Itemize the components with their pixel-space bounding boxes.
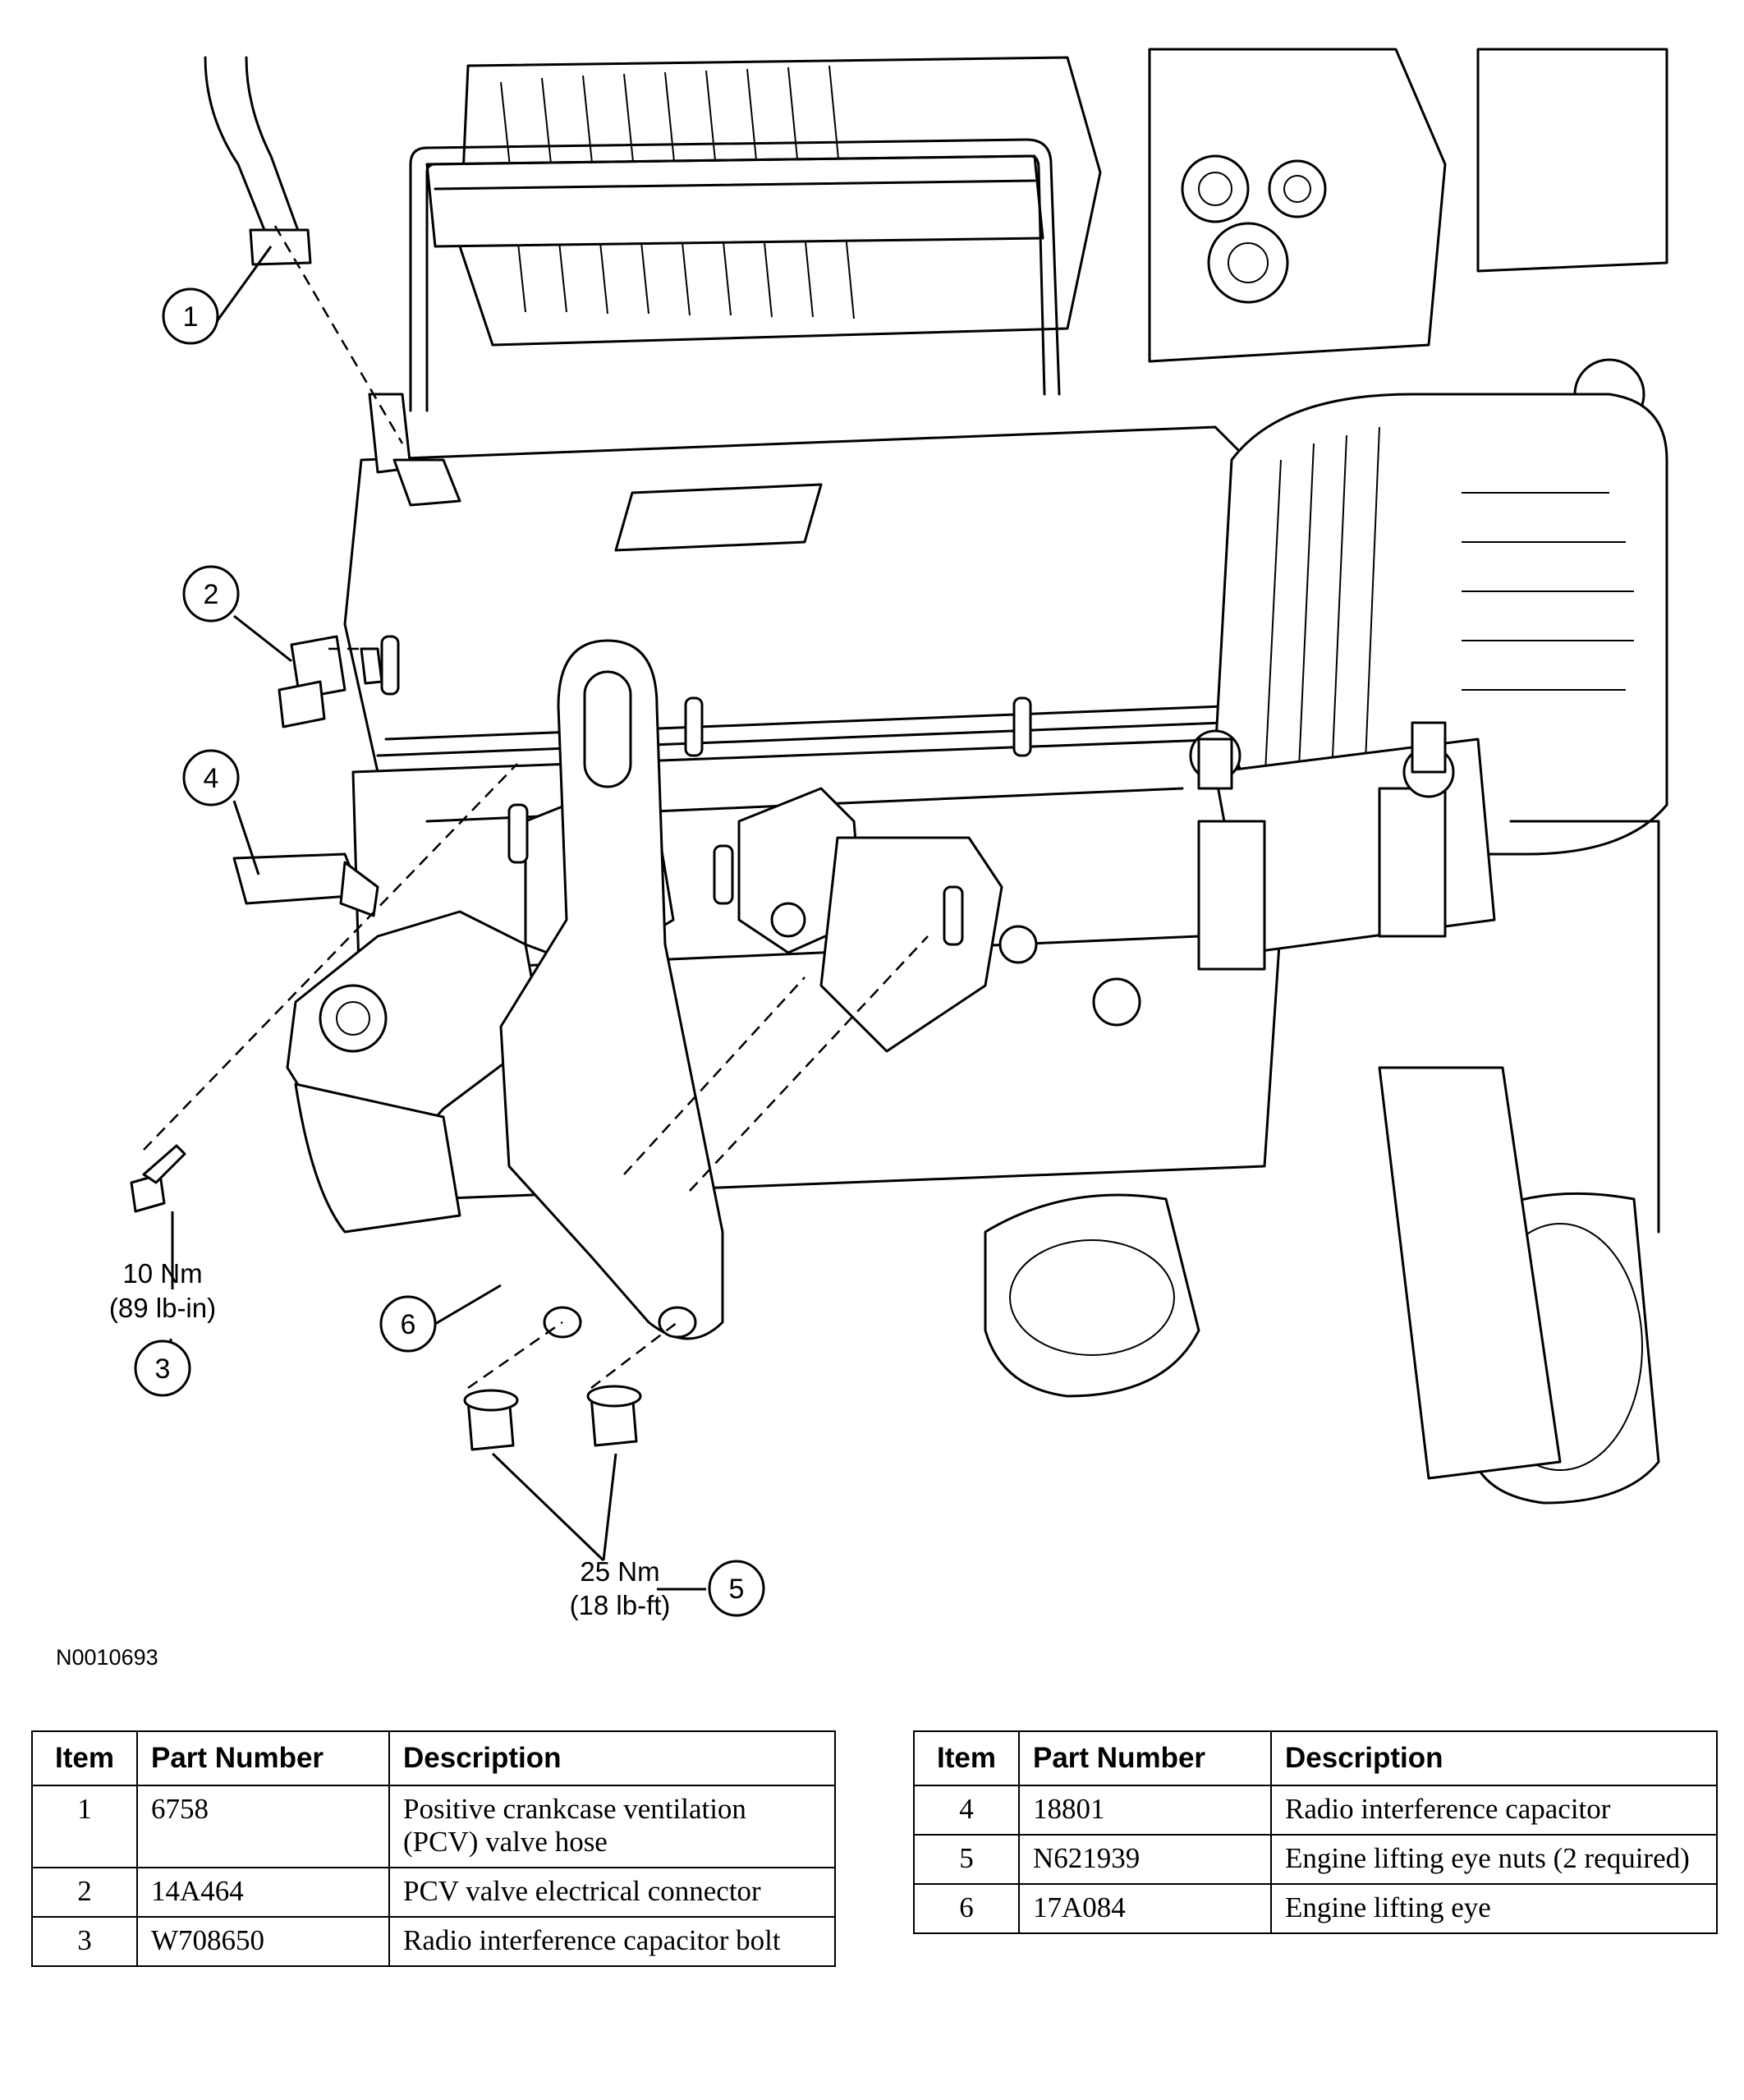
header-description: Description bbox=[1270, 1730, 1718, 1786]
cell-description: Positive crankcase ventilation (PCV) val… bbox=[388, 1785, 836, 1868]
header-description: Description bbox=[388, 1730, 836, 1786]
callout-4: 4 bbox=[182, 749, 240, 806]
cell-description: Engine lifting eye nuts (2 required) bbox=[1270, 1834, 1718, 1885]
parts-table-right: Item Part Number Description 4 18801 Rad… bbox=[913, 1730, 1718, 1934]
callout-5-label: 5 bbox=[729, 1574, 745, 1605]
cell-part-number: 18801 bbox=[1018, 1785, 1272, 1836]
cell-description: Engine lifting eye bbox=[1270, 1883, 1718, 1934]
cell-part-number: W708650 bbox=[136, 1916, 390, 1967]
cell-part-number: 6758 bbox=[136, 1785, 390, 1868]
cell-part-number: N621939 bbox=[1018, 1834, 1272, 1885]
table-row: 6 17A084 Engine lifting eye bbox=[913, 1883, 1718, 1934]
cell-description: PCV valve electrical connector bbox=[388, 1867, 836, 1918]
callout-4-label: 4 bbox=[204, 763, 219, 794]
cell-item: 6 bbox=[913, 1883, 1020, 1934]
callout-2: 2 bbox=[182, 565, 240, 623]
fastener-nuts bbox=[463, 1385, 642, 1451]
torque-bolt-imperial: (89 lb-in) bbox=[109, 1293, 216, 1323]
header-part-number: Part Number bbox=[136, 1730, 390, 1786]
callout-6-label: 6 bbox=[401, 1309, 416, 1340]
table-header-row: Item Part Number Description bbox=[31, 1730, 836, 1786]
cell-item: 1 bbox=[31, 1785, 138, 1868]
installation-lines bbox=[143, 225, 929, 1390]
header-item: Item bbox=[913, 1730, 1020, 1786]
cell-item: 3 bbox=[31, 1916, 138, 1967]
header-item: Item bbox=[31, 1730, 138, 1786]
torque-nuts-imperial: (18 lb-ft) bbox=[570, 1590, 671, 1620]
cell-part-number: 14A464 bbox=[136, 1867, 390, 1918]
callout-2-label: 2 bbox=[204, 579, 219, 610]
table-row: 3 W708650 Radio interference capacitor b… bbox=[31, 1916, 836, 1967]
leader-lines bbox=[169, 246, 706, 1591]
table-row: 2 14A464 PCV valve electrical connector bbox=[31, 1867, 836, 1918]
table-row: 5 N621939 Engine lifting eye nuts (2 req… bbox=[913, 1834, 1718, 1885]
table-header-row: Item Part Number Description bbox=[913, 1730, 1718, 1786]
cell-description: Radio interference capacitor bolt bbox=[388, 1916, 836, 1967]
callout-5: 5 bbox=[708, 1560, 765, 1617]
header-part-number: Part Number bbox=[1018, 1730, 1272, 1786]
cell-item: 5 bbox=[913, 1834, 1020, 1885]
torque-bolt-metric: 10 Nm bbox=[122, 1258, 202, 1289]
callout-6: 6 bbox=[379, 1295, 437, 1353]
cell-part-number: 17A084 bbox=[1018, 1883, 1272, 1934]
torque-nuts-metric: 25 Nm bbox=[580, 1556, 659, 1587]
fastener-bolt bbox=[130, 1144, 186, 1213]
engine-illustration bbox=[204, 48, 1668, 1505]
callout-3: 3 bbox=[134, 1339, 191, 1397]
callout-1: 1 bbox=[162, 287, 219, 345]
table-row: 4 18801 Radio interference capacitor bbox=[913, 1785, 1718, 1836]
cell-item: 4 bbox=[913, 1785, 1020, 1836]
cell-item: 2 bbox=[31, 1867, 138, 1918]
table-row: 1 6758 Positive crankcase ventilation (P… bbox=[31, 1785, 836, 1868]
callout-3-label: 3 bbox=[155, 1353, 171, 1385]
callout-1-label: 1 bbox=[183, 301, 199, 333]
cell-description: Radio interference capacitor bbox=[1270, 1785, 1718, 1836]
parts-table-left: Item Part Number Description 1 6758 Posi… bbox=[31, 1730, 836, 1967]
figure-id: N0010693 bbox=[56, 1645, 158, 1670]
